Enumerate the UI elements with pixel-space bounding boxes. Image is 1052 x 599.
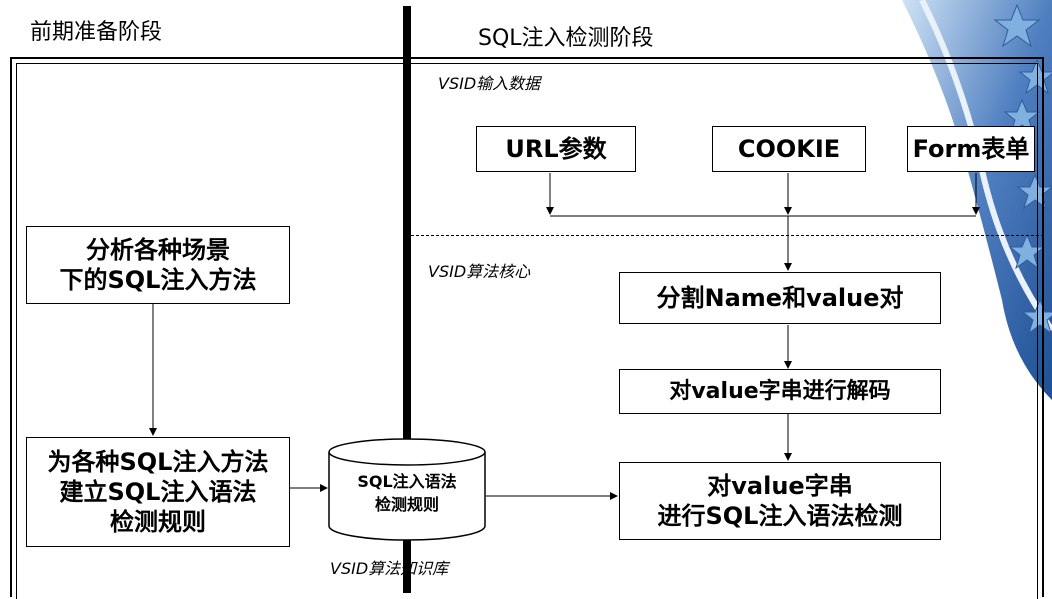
diagram-frame-outer	[10, 57, 1044, 597]
knowledge-base-label: SQL注入语法 检测规则	[357, 472, 457, 515]
split-name-value-box: 分割Name和value对	[619, 272, 941, 324]
zone-separator	[411, 235, 1044, 236]
input-url-params: URL参数	[476, 126, 636, 172]
input-cookie: COOKIE	[712, 126, 866, 172]
zone-label-core: VSID算法核心	[428, 262, 531, 281]
detect-sqli-syntax-box: 对value字串 进行SQL注入语法检测	[619, 462, 941, 540]
decode-value-box: 对value字串进行解码	[619, 369, 941, 414]
zone-label-knowledge: VSID算法知识库	[330, 559, 449, 578]
decorative-star-banner	[902, 0, 1052, 593]
detect-phase-title: SQL注入检测阶段	[478, 26, 654, 51]
zone-label-input: VSID输入数据	[438, 74, 541, 93]
knowledge-base-cylinder	[328, 438, 486, 541]
analyze-sqli-methods-box: 分析各种场景 下的SQL注入方法	[26, 226, 290, 304]
prep-phase-title: 前期准备阶段	[30, 20, 163, 45]
phase-divider	[403, 6, 411, 593]
diagram-frame-inner	[16, 63, 1038, 599]
input-form: Form表单	[907, 126, 1035, 172]
build-syntax-rules-box: 为各种SQL注入方法 建立SQL注入语法 检测规则	[26, 437, 290, 547]
